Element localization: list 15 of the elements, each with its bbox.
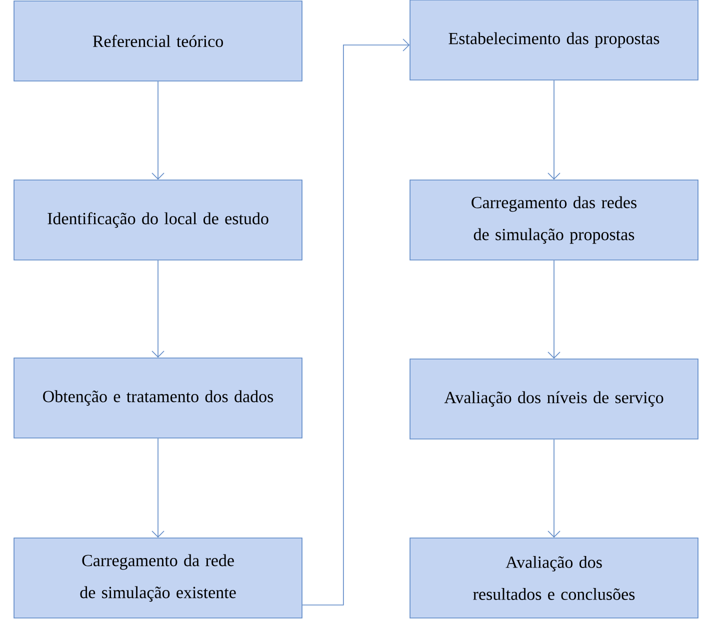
arrow bbox=[152, 81, 164, 180]
arrow bbox=[548, 80, 560, 180]
process-box: Referencial teórico bbox=[14, 0, 302, 82]
arrow bbox=[548, 260, 560, 359]
process-box: Carregamento da rede de simulação existente bbox=[14, 538, 302, 618]
process-box: Carregamento das redes de simulação propostas bbox=[410, 180, 698, 260]
arrow bbox=[152, 438, 164, 538]
process-box: Avaliação dos resultados e conclusões bbox=[410, 538, 698, 618]
arrow bbox=[548, 438, 560, 538]
arrow bbox=[302, 38, 410, 606]
arrow bbox=[152, 260, 164, 358]
process-box: Estabelecimento das propostas bbox=[410, 0, 698, 80]
process-box: Avaliação dos níveis de serviço bbox=[410, 358, 698, 440]
process-box: Identificação do local de estudo bbox=[14, 180, 302, 260]
process-box: Obtenção e tratamento dos dados bbox=[14, 358, 302, 438]
